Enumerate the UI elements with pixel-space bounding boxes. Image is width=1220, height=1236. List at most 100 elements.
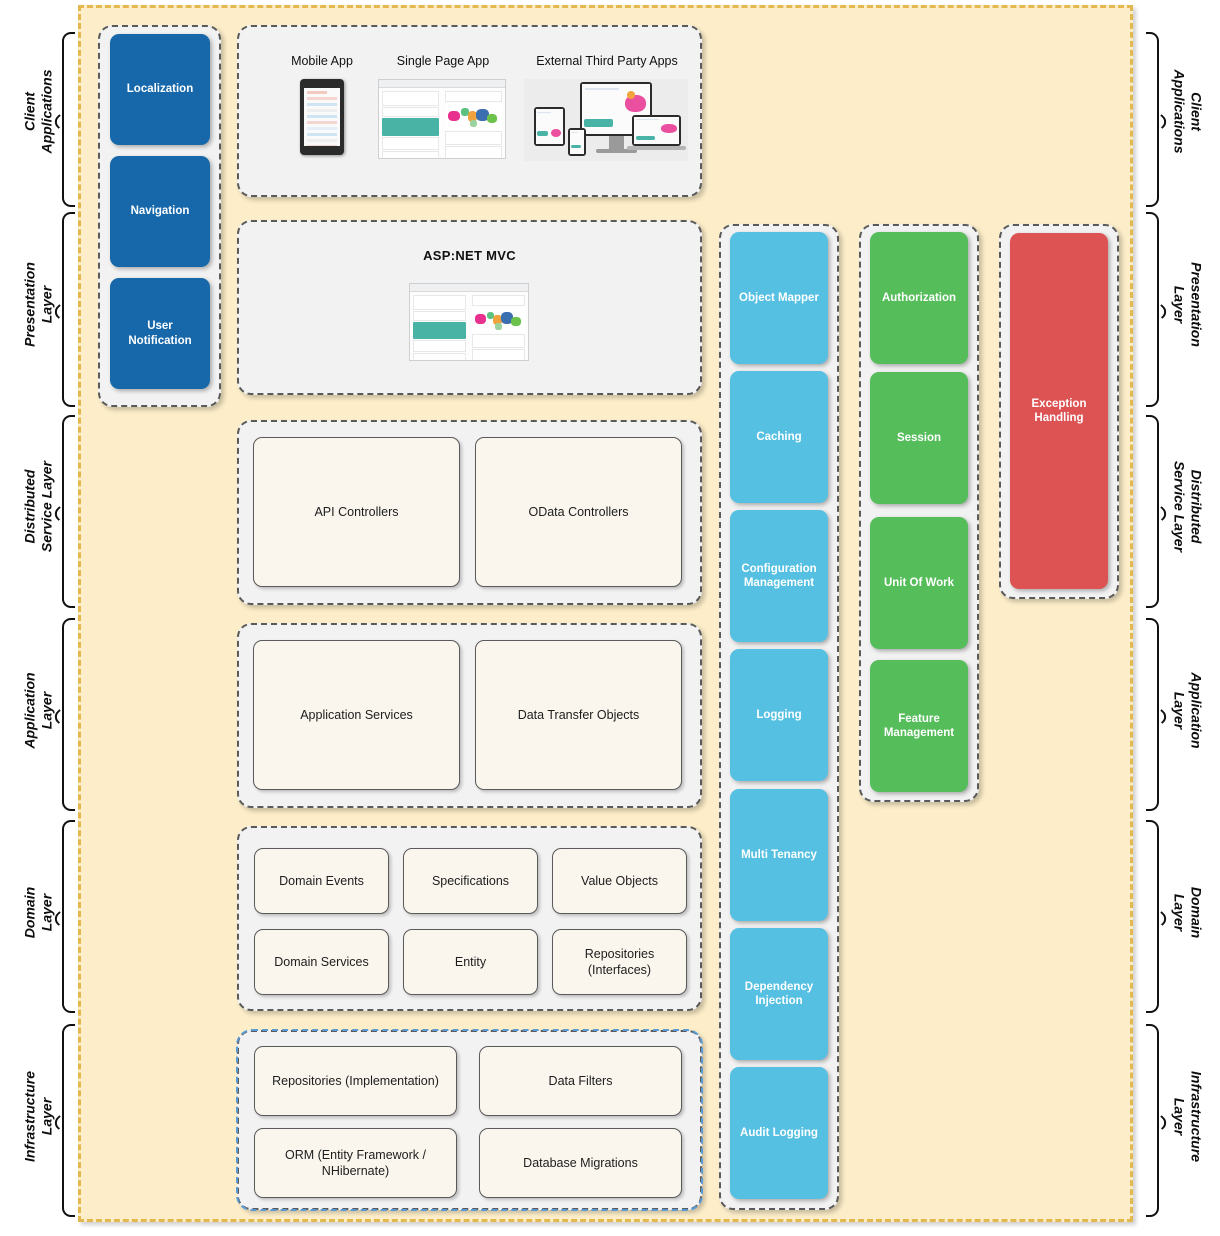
brace-right-distributed-service-layer (1145, 415, 1170, 608)
tile-exception-handling[interactable]: Exception Handling (1010, 233, 1108, 589)
right-label-infrastructure-layer: Infrastructure Layer (1172, 1071, 1205, 1163)
brace-left-client-applications (51, 32, 76, 207)
left-label-infrastructure-layer: Infrastructure Layer (21, 1071, 54, 1163)
spa-right-column (442, 88, 505, 158)
right-label-application-layer: Application Layer (1172, 672, 1205, 749)
tile-label: Repositories (Interfaces) (584, 946, 655, 977)
tile-domain-services[interactable]: Domain Services (254, 929, 389, 995)
tile-label: OData Controllers (528, 504, 629, 519)
device-desktop-monitor (579, 82, 652, 137)
device-monitor-base (596, 148, 638, 153)
spa-world-map (445, 103, 502, 131)
spa-world-map (472, 306, 525, 333)
tile-session[interactable]: Session (870, 372, 968, 504)
tile-audit-logging[interactable]: Audit Logging (730, 1067, 828, 1199)
brace-right-domain-layer (1145, 820, 1170, 1013)
tile-label: API Controllers (314, 504, 399, 519)
tile-value-objects[interactable]: Value Objects (552, 848, 687, 914)
tile-logging[interactable]: Logging (730, 649, 828, 781)
spa-area-chart (413, 321, 466, 339)
tile-object-mapper[interactable]: Object Mapper (730, 232, 828, 364)
brace-right-client-applications (1145, 32, 1170, 207)
spa-body (379, 88, 505, 158)
left-label-distributed-service-layer: Distributed Service Layer (21, 460, 54, 553)
spa-body (410, 292, 528, 360)
mobile-app-thumbnail (300, 79, 344, 155)
aspnet-mvc-thumbnail (409, 283, 529, 361)
tile-authorization[interactable]: Authorization (870, 232, 968, 364)
left-label-domain-layer: Domain Layer (21, 886, 54, 939)
tile-label: Database Migrations (523, 1155, 638, 1170)
device-monitor-stand (609, 136, 625, 150)
right-label-domain-layer: Domain Layer (1172, 886, 1205, 939)
right-label-distributed-service-layer: Distributed Service Layer (1172, 460, 1205, 553)
tile-feature-management[interactable]: Feature Management (870, 660, 968, 792)
tile-navigation[interactable]: Navigation (110, 156, 210, 267)
spa-area-chart (382, 118, 439, 136)
tile-label: Audit Logging (740, 1126, 818, 1139)
tile-label: Exception Handling (1031, 397, 1087, 424)
tile-label: Entity (454, 954, 487, 969)
tile-label: Repositories (Implementation) (272, 1073, 439, 1088)
spa-topbar (379, 80, 505, 89)
left-label-client-applications: Client Applications (21, 69, 54, 154)
tile-label: Localization (126, 83, 194, 96)
tile-localization[interactable]: Localization (110, 34, 210, 145)
tile-database-migrations[interactable]: Database Migrations (479, 1128, 682, 1198)
tile-repositories-interfaces[interactable]: Repositories (Interfaces) (552, 929, 687, 995)
tile-label: Configuration Management (741, 562, 817, 589)
caption-single-page-app: Single Page App (396, 54, 490, 68)
tile-user-notification[interactable]: User Notification (110, 278, 210, 389)
tile-label: Domain Events (279, 873, 364, 888)
left-label-application-layer: Application Layer (21, 672, 54, 749)
brace-right-infrastructure-layer (1145, 1024, 1170, 1217)
tile-label: Application Services (300, 707, 413, 722)
tile-multi-tenancy[interactable]: Multi Tenancy (730, 789, 828, 921)
spa-topbar (410, 284, 528, 292)
brace-left-application-layer (51, 618, 76, 811)
external-third-party-apps-thumbnail (524, 79, 688, 161)
left-label-presentation-layer: Presentation Layer (21, 262, 54, 347)
tile-domain-events[interactable]: Domain Events (254, 848, 389, 914)
tile-label: Navigation (130, 205, 190, 218)
tile-data-filters[interactable]: Data Filters (479, 1046, 682, 1116)
brace-left-domain-layer (51, 820, 76, 1013)
tile-label: ORM (Entity Framework / NHibernate) (285, 1147, 426, 1178)
caption-mobile-app: Mobile App (291, 54, 353, 68)
device-tablet (533, 106, 565, 147)
tile-dependency-injection[interactable]: Dependency Injection (730, 928, 828, 1060)
tile-label: Dependency Injection (744, 980, 814, 1007)
tile-configuration-management[interactable]: Configuration Management (730, 510, 828, 642)
brace-left-infrastructure-layer (51, 1024, 76, 1217)
tile-label: Multi Tenancy (741, 848, 817, 861)
tile-label: Logging (756, 708, 802, 721)
tile-orm[interactable]: ORM (Entity Framework / NHibernate) (254, 1128, 457, 1198)
tile-entity[interactable]: Entity (403, 929, 538, 995)
tile-api-controllers[interactable]: API Controllers (253, 437, 460, 587)
tile-label: Data Filters (548, 1073, 613, 1088)
tile-label: Specifications (431, 873, 510, 888)
tile-label: Caching (756, 430, 802, 443)
single-page-app-thumbnail (378, 79, 506, 159)
tile-repositories-implementation[interactable]: Repositories (Implementation) (254, 1046, 457, 1116)
tile-label: Unit Of Work (883, 576, 955, 589)
phone-screen (304, 88, 340, 146)
brace-left-distributed-service-layer (51, 415, 76, 608)
tile-data-transfer-objects[interactable]: Data Transfer Objects (475, 640, 682, 790)
tile-application-services[interactable]: Application Services (253, 640, 460, 790)
tile-caching[interactable]: Caching (730, 371, 828, 503)
tile-unit-of-work[interactable]: Unit Of Work (870, 517, 968, 649)
tile-specifications[interactable]: Specifications (403, 848, 538, 914)
right-label-client-applications: Client Applications (1172, 69, 1205, 154)
tile-label: Object Mapper (739, 291, 819, 304)
device-laptop-base (627, 146, 687, 150)
tile-label: Feature Management (883, 712, 955, 739)
tile-label: Value Objects (581, 873, 658, 888)
tile-label: Data Transfer Objects (517, 707, 640, 722)
tile-odata-controllers[interactable]: OData Controllers (475, 437, 682, 587)
spa-left-column (410, 292, 469, 360)
caption-external-third-party-apps: External Third Party Apps (536, 54, 678, 68)
tile-label: Session (896, 431, 942, 444)
device-laptop (632, 115, 682, 147)
tile-label: Authorization (881, 291, 957, 304)
